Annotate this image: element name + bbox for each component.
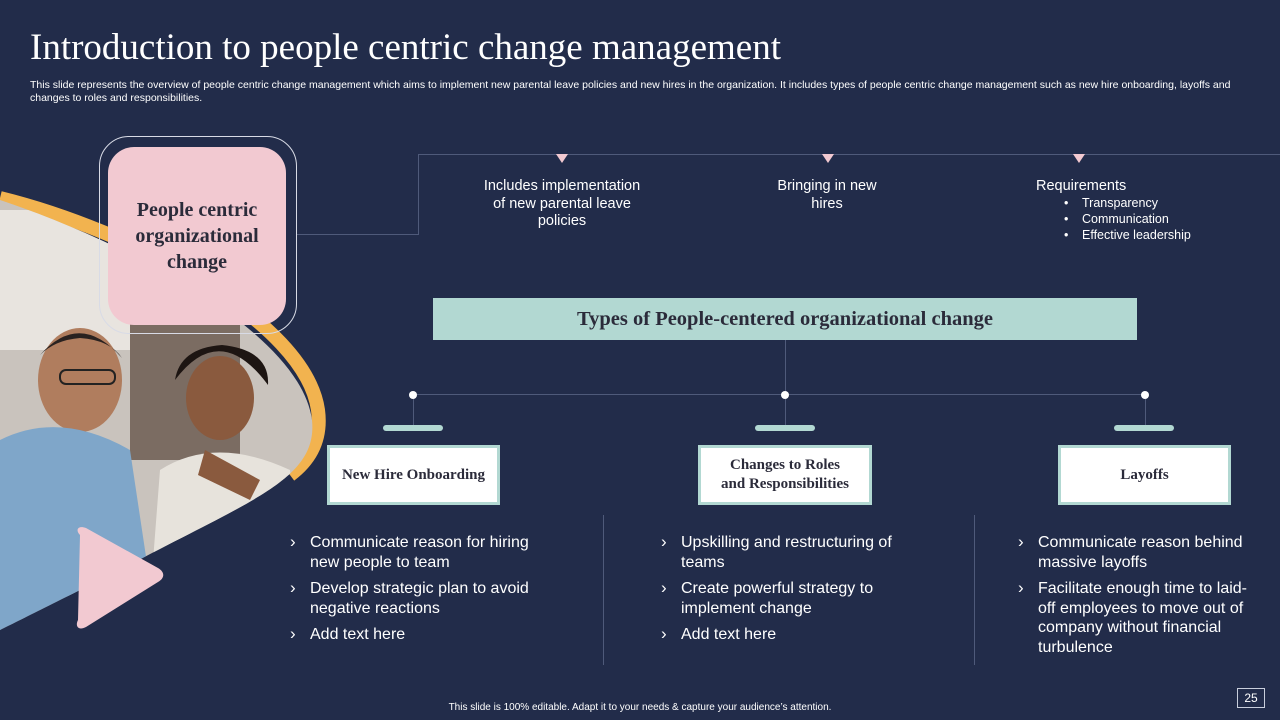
bullet-item: Communicate reason behind massive layoff… xyxy=(1018,532,1250,572)
bullet-item: Add text here xyxy=(661,624,901,645)
node-dot xyxy=(781,391,789,399)
connector-line xyxy=(418,154,1280,155)
triangle-marker xyxy=(1073,154,1085,163)
node-dot xyxy=(409,391,417,399)
connector-line xyxy=(785,340,786,395)
requirement-item: Effective leadership xyxy=(1064,227,1191,243)
pill-marker xyxy=(755,425,815,431)
bullet-item: Develop strategic plan to avoid negative… xyxy=(290,578,550,618)
node-dot xyxy=(1141,391,1149,399)
slide-subtitle: This slide represents the overview of pe… xyxy=(30,79,1231,104)
page-number: 25 xyxy=(1237,688,1265,708)
bullet-item: Communicate reason for hiring new people… xyxy=(290,532,550,572)
requirements-block: Requirements Transparency Communication … xyxy=(1036,178,1191,243)
column-heading-layoffs: Layoffs xyxy=(1058,445,1231,505)
column-bullets-onboarding: Communicate reason for hiring new people… xyxy=(290,532,550,652)
connector-line xyxy=(297,234,419,235)
types-banner: Types of People-centered organizational … xyxy=(433,298,1137,340)
center-card: People centric organizational change xyxy=(108,147,286,325)
column-heading-onboarding: New Hire Onboarding xyxy=(327,445,500,505)
connector-line xyxy=(1145,399,1146,425)
column-heading-roles: Changes to Roles and Responsibilities xyxy=(698,445,872,505)
requirement-item: Transparency xyxy=(1064,195,1191,211)
connector-line xyxy=(413,399,414,425)
bullet-item: Upskilling and restructuring of teams xyxy=(661,532,901,572)
connector-line xyxy=(413,394,1146,395)
play-icon xyxy=(76,527,164,629)
pill-marker xyxy=(1114,425,1174,431)
bullet-item: Create powerful strategy to implement ch… xyxy=(661,578,901,618)
column-divider xyxy=(974,515,975,665)
footer-note: This slide is 100% editable. Adapt it to… xyxy=(448,702,832,713)
connector-line xyxy=(418,154,419,235)
column-bullets-layoffs: Communicate reason behind massive layoff… xyxy=(1018,532,1250,664)
requirements-title: Requirements xyxy=(1036,178,1127,194)
triangle-marker xyxy=(556,154,568,163)
bullet-item: Add text here xyxy=(290,624,550,645)
column-bullets-roles: Upskilling and restructuring of teams Cr… xyxy=(661,532,901,652)
triangle-marker xyxy=(822,154,834,163)
top-item-policies: Includes implementation of new parental … xyxy=(483,178,641,229)
slide-title: Introduction to people centric change ma… xyxy=(30,27,782,68)
pill-marker xyxy=(383,425,443,431)
center-card-outline xyxy=(99,136,297,334)
top-item-hires: Bringing in new hires xyxy=(777,178,877,212)
bullet-item: Facilitate enough time to laid-off emplo… xyxy=(1018,578,1250,657)
requirement-item: Communication xyxy=(1064,211,1191,227)
connector-line xyxy=(785,399,786,425)
column-divider xyxy=(603,515,604,665)
